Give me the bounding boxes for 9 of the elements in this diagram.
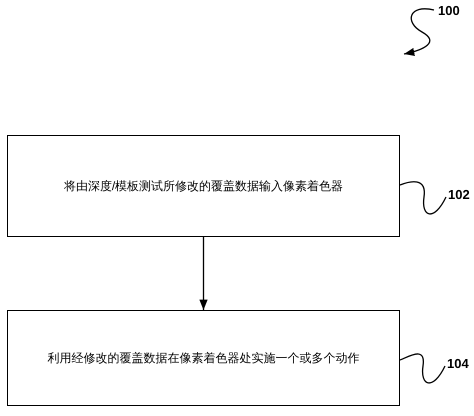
process-box: 将由深度/模板测试所修改的覆盖数据输入像素着色器 (7, 135, 400, 237)
leader-line (400, 181, 447, 214)
process-box: 利用经修改的覆盖数据在像素着色器处实施一个或多个动作 (7, 310, 400, 406)
reference-arrow (404, 8, 434, 56)
leader-line (400, 353, 446, 384)
arrow (199, 237, 208, 310)
reference-number: 102 (448, 187, 470, 202)
reference-number: 100 (438, 3, 460, 18)
reference-number: 104 (447, 356, 469, 371)
